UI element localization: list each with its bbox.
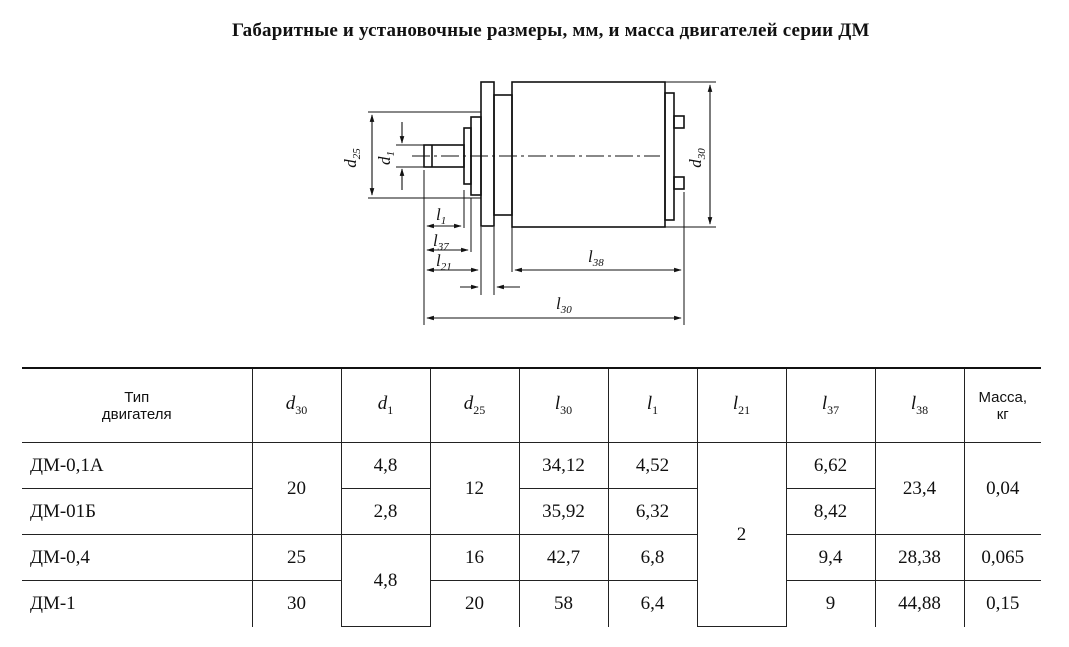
- cell-type: ДМ-0,1А: [22, 442, 253, 489]
- label-l37: l37: [433, 231, 449, 253]
- label-l38: l38: [588, 247, 604, 269]
- cell-l37: 9: [785, 580, 876, 627]
- cell-l38: 44,88: [874, 580, 965, 627]
- header-d30: d30: [251, 367, 342, 443]
- cell-mass: 0,04: [963, 442, 1041, 535]
- header-d1: d1: [340, 367, 431, 443]
- cell-l37: 8,42: [785, 488, 875, 535]
- header-l38: l38: [874, 367, 965, 443]
- cell-l30: 58: [518, 580, 609, 627]
- motor-body: [511, 81, 666, 228]
- label-l1: l1: [436, 205, 446, 227]
- header-l30: l30: [518, 367, 609, 443]
- label-d25: d25: [341, 148, 363, 168]
- cell-mass: 0,15: [963, 580, 1041, 627]
- cell-l1: 6,4: [607, 580, 698, 627]
- header-mass: Масса,кг: [963, 367, 1041, 443]
- cell-l30: 34,12: [518, 442, 609, 489]
- cell-l1: 6,8: [607, 534, 698, 581]
- cell-type: ДМ-01Б: [22, 488, 253, 535]
- label-d1: d1: [375, 151, 397, 165]
- cell-l1: 6,32: [607, 488, 698, 535]
- header-l37: l37: [785, 367, 876, 443]
- cell-type: ДМ-0,4: [22, 534, 253, 581]
- table-row: ДМ-0,1А 20 4,8 12 34,12 4,52 2 6,62 23,4…: [22, 442, 1041, 627]
- cell-d1: 2,8: [340, 488, 431, 535]
- label-l21: l21: [436, 251, 452, 273]
- table-row: ДМ-1 30 20 58 6,4 9 44,88 0,15: [22, 580, 1041, 627]
- cell-d1: 4,8: [340, 442, 431, 489]
- cell-l37: 6,62: [785, 442, 876, 489]
- cell-l21: 2: [696, 442, 787, 627]
- cell-d25: 16: [429, 534, 520, 581]
- cell-mass: 0,065: [963, 534, 1041, 581]
- rear-cover: [664, 92, 675, 221]
- label-d30: d30: [686, 148, 708, 168]
- motor-dimension-drawing: d25 d1 d30 l1 l37 l21 l38 l30: [341, 81, 716, 325]
- cell-l30: 42,7: [518, 534, 609, 581]
- header-l21: l21: [696, 367, 787, 443]
- cell-d30: 30: [251, 580, 342, 627]
- cell-l30: 35,92: [518, 488, 609, 535]
- mounting-flange: [480, 81, 495, 227]
- cell-l37: 9,4: [785, 534, 876, 581]
- cell-l38: 23,4: [874, 442, 965, 535]
- cell-d25: 20: [429, 580, 520, 627]
- table-row: ДМ-01Б 2,8 35,92 6,32 8,42: [22, 488, 1041, 535]
- cell-d25: 12: [429, 442, 520, 535]
- page-title: Габаритные и установочные размеры, мм, и…: [232, 20, 870, 41]
- cell-type: ДМ-1: [22, 580, 253, 627]
- table-row: ДМ-0,4 25 4,8 16 42,7 6,8 9,4 28,38 0,06…: [22, 534, 1041, 627]
- cell-d30: 20: [251, 442, 342, 535]
- label-l30: l30: [556, 294, 572, 316]
- cell-d30: 25: [251, 534, 342, 581]
- cell-l1: 4,52: [607, 442, 698, 489]
- header-l1: l1: [607, 367, 698, 443]
- cell-d1: 4,8: [340, 534, 431, 627]
- header-d25: d25: [429, 367, 520, 443]
- cell-l38: 28,38: [874, 534, 965, 581]
